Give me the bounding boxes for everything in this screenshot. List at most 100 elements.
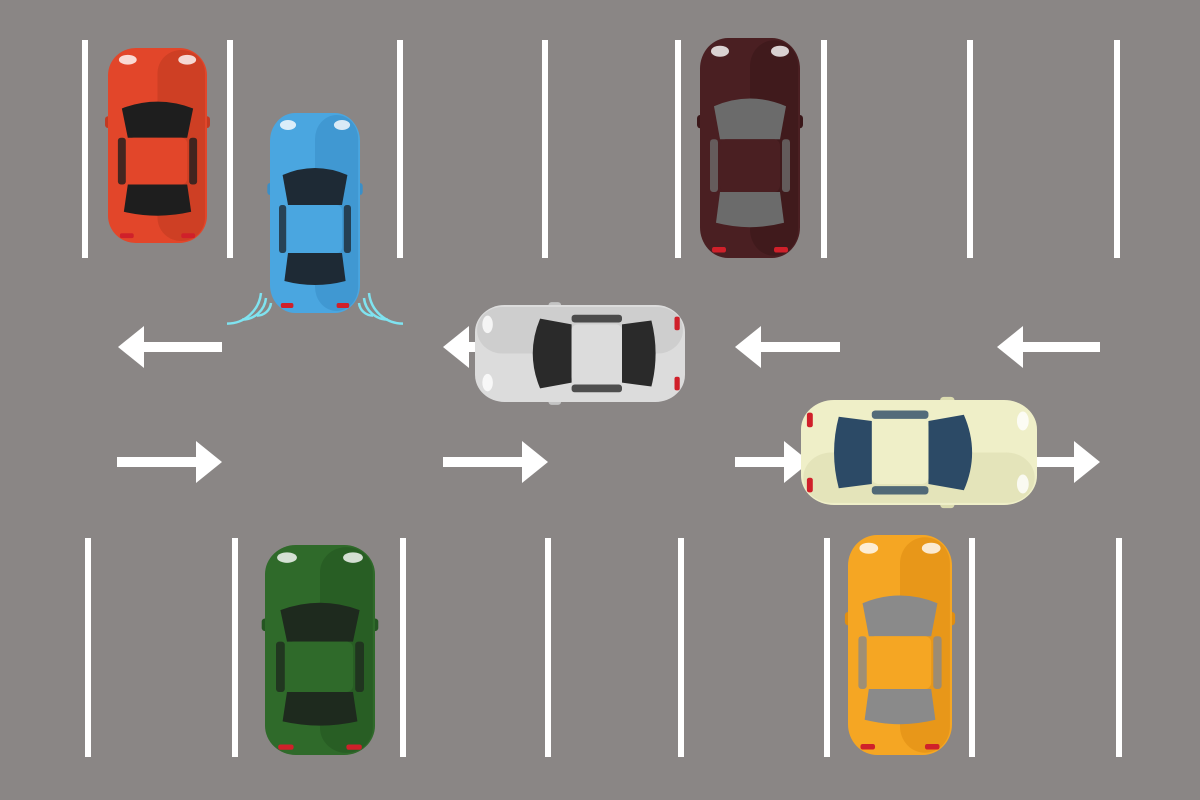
taillight: [860, 744, 876, 750]
rear-window: [716, 192, 784, 228]
taillight: [674, 316, 680, 331]
side-window: [871, 486, 929, 495]
side-window: [276, 641, 285, 692]
headlight: [859, 542, 879, 554]
headlight: [277, 552, 297, 563]
arrow-shaft: [443, 457, 528, 467]
taillight: [806, 477, 813, 493]
car-white: [475, 302, 685, 405]
parking-line: [967, 40, 973, 258]
arrow-shaft: [755, 342, 840, 352]
parking-line: [227, 40, 233, 258]
arrow-head: [784, 441, 810, 483]
car-cream: [800, 396, 1037, 509]
taillight: [774, 247, 788, 253]
parking-line: [1114, 40, 1120, 258]
headlight: [482, 373, 493, 392]
roof: [871, 420, 929, 484]
headlight: [921, 542, 941, 554]
side-window: [117, 137, 126, 185]
arrow-left-icon: [118, 326, 222, 368]
arrow-shaft: [138, 342, 222, 352]
sensor-wave: [357, 302, 374, 317]
parking-line: [400, 538, 406, 757]
rear-window: [864, 689, 936, 725]
headlight: [771, 45, 789, 57]
windshield: [121, 101, 194, 138]
car-blue: [267, 113, 363, 313]
side-window: [710, 139, 718, 192]
arrow-left-icon: [997, 326, 1100, 368]
taillight: [712, 247, 726, 253]
arrow-right-icon: [735, 441, 810, 483]
headlight: [333, 120, 351, 130]
rear-window: [123, 184, 192, 216]
taillight: [119, 233, 134, 239]
roof: [288, 205, 342, 253]
parking-line: [675, 40, 681, 258]
arrow-right-icon: [117, 441, 222, 483]
roof: [287, 641, 353, 692]
taillight: [336, 303, 350, 308]
rear-window: [834, 416, 872, 489]
taillight: [280, 303, 294, 308]
arrow-head: [1074, 441, 1100, 483]
headlight: [279, 120, 297, 130]
headlight: [711, 45, 729, 57]
parking-line: [824, 538, 830, 757]
parking-line: [1116, 538, 1122, 757]
taillight: [278, 744, 294, 750]
headlight: [178, 54, 197, 65]
side-window: [189, 137, 198, 185]
windshield: [928, 414, 973, 491]
arrow-head: [997, 326, 1023, 368]
car-green: [261, 545, 379, 755]
side-window: [782, 139, 790, 192]
arrow-head: [196, 441, 222, 483]
side-window: [343, 205, 351, 253]
taillight: [924, 744, 940, 750]
parking-line: [85, 538, 91, 757]
rear-window: [284, 253, 346, 285]
parking-line: [232, 538, 238, 757]
side-window: [858, 636, 867, 689]
side-window: [933, 636, 942, 689]
arrow-head: [522, 441, 548, 483]
headlight: [118, 54, 137, 65]
arrow-shaft: [117, 457, 202, 467]
roof: [571, 324, 622, 383]
arrow-head: [735, 326, 761, 368]
car-yellow: [844, 535, 956, 755]
taillight: [674, 376, 680, 391]
windshield: [532, 318, 572, 389]
headlight: [482, 315, 493, 334]
taillight: [806, 412, 813, 428]
parking-line: [397, 40, 403, 258]
side-window: [571, 384, 622, 393]
headlight: [1016, 411, 1029, 431]
lane-arrows: [117, 326, 1100, 483]
parking-lines: [82, 40, 1122, 757]
arrow-head: [118, 326, 144, 368]
arrow-shaft: [1030, 457, 1080, 467]
car-red: [105, 48, 210, 243]
side-window: [355, 641, 364, 692]
arrow-head: [443, 326, 469, 368]
arrow-shaft: [735, 457, 790, 467]
windshield: [282, 168, 348, 205]
arrow-right-icon: [443, 441, 548, 483]
arrow-left-icon: [735, 326, 840, 368]
roof: [720, 139, 780, 192]
taillight: [181, 233, 196, 239]
headlight: [1016, 474, 1029, 494]
parking-sensor-waves: [226, 292, 404, 325]
roof: [127, 137, 188, 185]
sensor-wave: [256, 302, 273, 317]
headlight: [343, 552, 363, 563]
roof: [868, 636, 932, 689]
arrow-shaft: [1017, 342, 1100, 352]
sensor-wave: [226, 292, 263, 325]
sensor-wave: [367, 292, 404, 325]
parking-line: [82, 40, 88, 258]
